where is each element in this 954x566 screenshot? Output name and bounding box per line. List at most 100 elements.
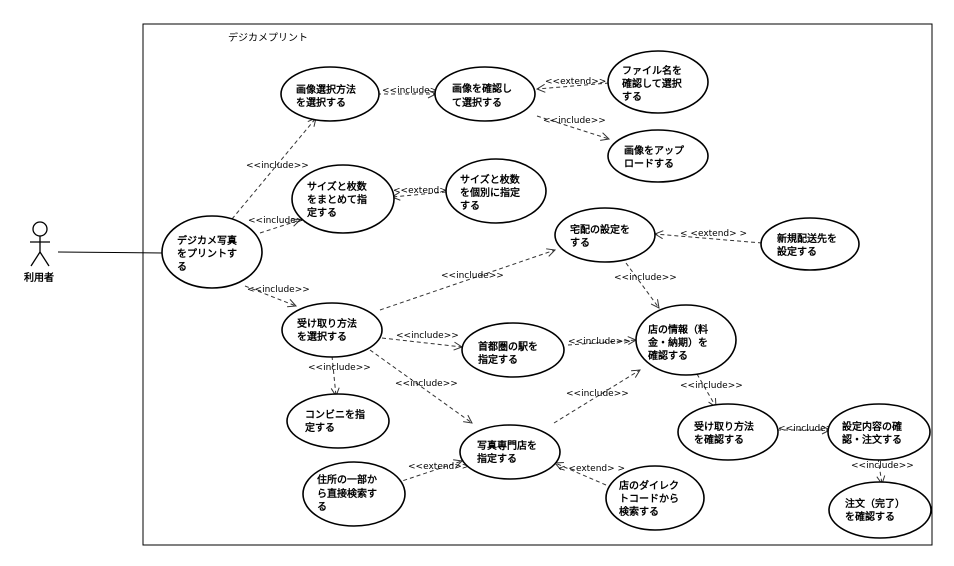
rel-print-receive-method <box>244 285 296 306</box>
use-case-direct-code: 店のダイレク トコードから 検索する <box>605 465 705 531</box>
use-case-confirm-select: 画像を確認し て選択する <box>434 66 536 122</box>
label-include: <<include>> <box>543 116 606 126</box>
use-case-label: 店の情報（料 <box>648 323 708 336</box>
system-title: デジカメプリント <box>228 31 308 44</box>
use-case-label: 定する <box>307 206 337 219</box>
label-include: <<include>> <box>441 271 504 281</box>
use-case-label: 確認する <box>648 349 688 362</box>
use-case-store-info: 店の情報（料 金・納期）を 確認する <box>635 304 737 376</box>
label-include: <<include>> <box>396 331 459 341</box>
use-case-select-method: 画像選択方法 を選択する <box>280 66 380 122</box>
label-include: <<include>> <box>308 363 371 373</box>
use-case-label: 検索する <box>619 505 659 518</box>
use-case-label: ロードする <box>624 158 674 170</box>
use-case-label: する <box>570 237 590 249</box>
rel-photo-store-store-info <box>553 370 640 424</box>
label-include: <<include>> <box>851 461 914 471</box>
rel-filename-confirm-select <box>537 82 610 89</box>
actor-right-leg <box>39 251 50 267</box>
actor-head <box>32 221 48 237</box>
use-case-size-each: サイズと枚数 を個別に指定 する <box>445 158 547 224</box>
rel-receive-convenience <box>332 355 336 396</box>
use-case-label: 首都圏の駅を <box>478 340 538 353</box>
use-case-label: を確認する <box>694 433 744 446</box>
actor-user: 利用者 <box>24 221 54 284</box>
rel-print-size-bulk <box>259 220 300 234</box>
rel-store-info-receive-confirm <box>696 373 716 407</box>
use-case-label: する <box>460 200 480 212</box>
use-case-label: ファイル名を <box>622 64 682 77</box>
use-case-label: 店のダイレク <box>619 479 679 492</box>
use-case-label: をプリントす <box>177 247 237 260</box>
label-include: <<include>> <box>566 389 629 399</box>
relationship-labels: <<include>> <<extend>> <<include>> <<inc… <box>246 77 914 474</box>
use-case-label: コンビニを指 <box>305 408 365 421</box>
rel-print-select-method <box>231 118 316 220</box>
label-extend: <<extend>> <box>408 462 469 472</box>
use-case-address-search: 住所の一部か ら直接検索す る <box>302 461 406 527</box>
use-case-label: ら直接検索す <box>317 487 377 500</box>
use-case-label: デジカメ写真 <box>177 234 237 247</box>
use-case-new-address: 新規配送先を 設定する <box>760 217 860 271</box>
actor-left-leg <box>30 251 41 267</box>
label-extend: < <extend> > <box>680 229 747 239</box>
label-extend: < <extend> > <box>558 464 625 474</box>
rel-delivery-store-info <box>625 262 659 308</box>
use-case-label: 住所の一部か <box>317 473 377 486</box>
use-case-order-confirm: 設定内容の確 認・注文する <box>827 403 931 461</box>
label-include: <<include>> <box>246 161 309 171</box>
rel-order-order-done <box>878 457 882 484</box>
use-case-label: 受け取り方法 <box>694 420 754 433</box>
use-case-label: 確認して選択 <box>622 77 683 90</box>
use-case-label: 受け取り方法 <box>297 317 357 330</box>
use-case-label: をまとめて指 <box>307 193 367 206</box>
use-case-label: 金・納期）を <box>647 336 708 349</box>
use-case-receive-confirm: 受け取り方法 を確認する <box>677 403 779 461</box>
label-include: <<include>> <box>614 273 677 283</box>
use-case-receive-method: 受け取り方法 を選択する <box>281 302 383 358</box>
use-case-label: る <box>177 261 187 273</box>
use-case-station: 首都圏の駅を 指定する <box>461 322 565 378</box>
label-extend: <<extend>> <box>393 186 454 196</box>
use-case-photo-store: 写真専門店を 指定する <box>459 424 561 480</box>
rel-direct-code-photo-store <box>555 463 607 486</box>
label-include: <<include>> <box>248 216 311 226</box>
rel-confirm-select-upload <box>536 115 609 139</box>
use-case-delivery: 宅配の設定を する <box>554 207 656 263</box>
use-case-label: トコードから <box>619 493 679 505</box>
use-case-label: 設定内容の確 <box>842 420 902 433</box>
use-case-label: サイズと枚数 <box>307 180 368 193</box>
use-case-label: 認・注文する <box>842 433 902 446</box>
use-case-label: て選択する <box>452 96 502 109</box>
use-case-label: 画像選択方法 <box>296 83 356 96</box>
actor-label: 利用者 <box>24 271 54 284</box>
label-include: <<include>> <box>247 285 310 295</box>
use-case-label: 画像を確認し <box>452 82 512 95</box>
rel-receive-delivery <box>379 250 555 311</box>
use-case-label: を個別に指定 <box>460 186 520 199</box>
association-user-print <box>57 251 164 254</box>
use-case-label: する <box>622 91 642 103</box>
label-include: <<include>> <box>382 86 445 96</box>
use-case-label: 定する <box>305 421 335 434</box>
use-case-label: 写真専門店を <box>477 439 537 452</box>
use-case-label: を選択する <box>296 96 346 109</box>
use-case-label: 設定する <box>777 245 817 258</box>
rel-size-each-size-bulk <box>392 191 447 197</box>
use-case-label: 指定する <box>478 353 518 366</box>
rel-station-store-info <box>567 340 636 346</box>
label-include: <<include>> <box>568 337 631 347</box>
system-boundary <box>142 23 933 546</box>
label-include: <<include>> <box>778 424 841 434</box>
use-case-label: 注文（完了） <box>845 497 905 510</box>
relationships <box>231 82 882 486</box>
use-case-convenience: コンビニを指 定する <box>286 393 390 449</box>
rel-new-address-delivery <box>655 234 763 244</box>
use-case-label: 画像をアップ <box>624 144 685 157</box>
use-case-label: る <box>317 501 327 513</box>
label-include: <<include>> <box>395 379 458 389</box>
use-case-label: 新規配送先を <box>777 232 837 245</box>
use-case-label: 宅配の設定を <box>570 223 630 236</box>
use-case-order-done: 注文（完了） を確認する <box>828 481 932 539</box>
